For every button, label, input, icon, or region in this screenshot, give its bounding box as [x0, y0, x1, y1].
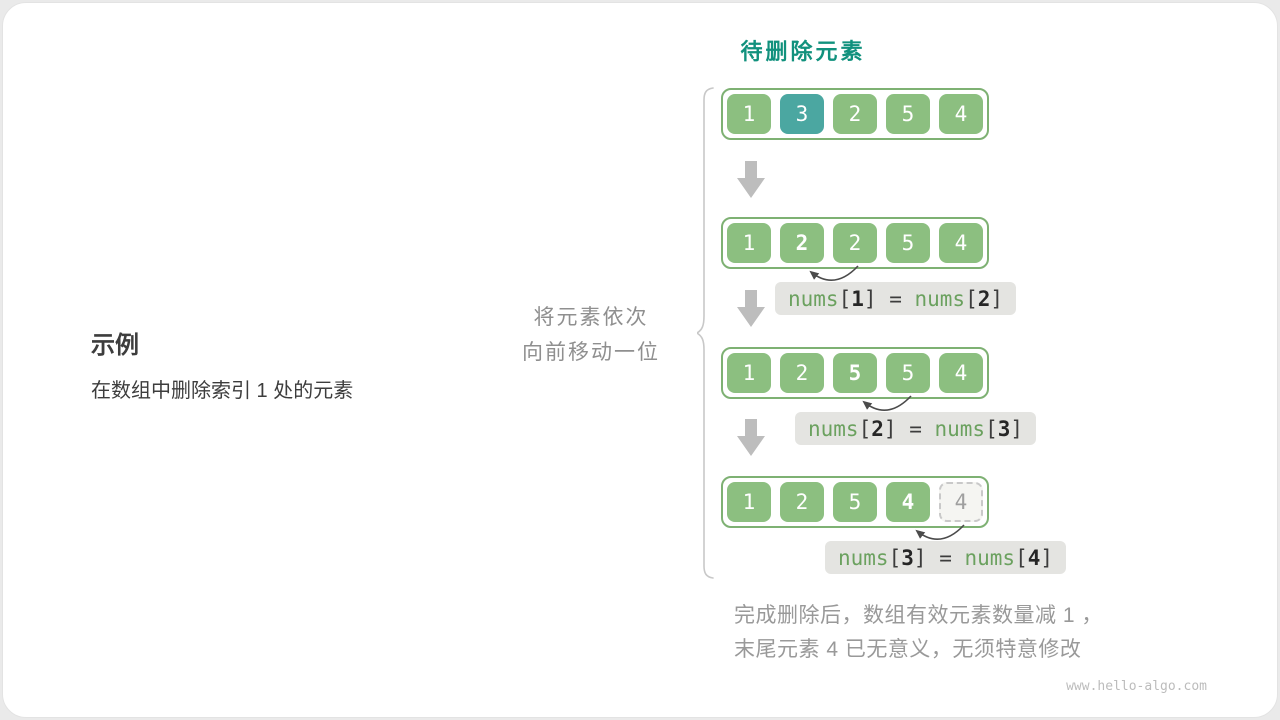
- code-fn: nums: [964, 545, 1016, 570]
- code-fn: nums: [838, 545, 889, 570]
- example-block: 示例 在数组中删除索引 1 处的元素: [91, 325, 353, 403]
- code-b: ]: [990, 286, 1004, 311]
- assignment-code: nums[3] = nums[4]: [825, 541, 1067, 574]
- footer-note: 完成删除后，数组有效元素数量减 1 ， 末尾元素 4 已无意义，无须特意修改: [734, 599, 1103, 667]
- code-idx: 2: [871, 416, 884, 441]
- grouping-brace-icon: [697, 87, 714, 579]
- array-cell: 1: [727, 94, 771, 134]
- example-description: 在数组中删除索引 1 处的元素: [91, 380, 354, 402]
- array-cell: 4: [939, 482, 983, 522]
- shift-note: 将元素依次 向前移动一位: [505, 300, 677, 370]
- code-fn: nums: [808, 416, 859, 441]
- down-arrow-icon: [737, 419, 765, 456]
- code-b: [: [888, 545, 902, 570]
- code-eq: =: [896, 416, 935, 441]
- array-cell: 5: [833, 353, 877, 393]
- code-b: [: [985, 416, 998, 441]
- array-cell: 2: [833, 223, 877, 263]
- example-title: 示例: [91, 332, 139, 359]
- shift-curve-arrow-icon: [915, 524, 965, 540]
- array-cell: 4: [939, 353, 983, 393]
- code-idx: 1: [851, 286, 864, 311]
- array-cell: 2: [780, 482, 824, 522]
- code-eq: =: [876, 286, 915, 311]
- code-idx: 3: [997, 416, 1011, 441]
- array-cell: 2: [780, 353, 824, 393]
- footer-line2: 末尾元素 4 已无意义，无须特意修改: [734, 638, 1082, 661]
- array-cell: 1: [727, 353, 771, 393]
- array-cell: 2: [780, 223, 824, 263]
- shift-curve-arrow-icon: [809, 265, 859, 281]
- code-b: ]: [883, 416, 897, 441]
- down-arrow-icon: [737, 161, 765, 198]
- code-b: ]: [863, 286, 877, 311]
- array-cell: 5: [886, 94, 930, 134]
- array-cell: 5: [886, 353, 930, 393]
- code-fn: nums: [934, 416, 986, 441]
- code-b: ]: [1040, 545, 1054, 570]
- assignment-code: nums[2] = nums[3]: [795, 412, 1037, 445]
- code-idx: 2: [977, 286, 991, 311]
- shift-note-line2: 向前移动一位: [522, 341, 660, 364]
- array-cell: 4: [939, 223, 983, 263]
- array-cell: 5: [833, 482, 877, 522]
- code-idx: 3: [901, 545, 914, 570]
- down-arrow-icon: [737, 290, 765, 327]
- array-cell: 1: [727, 223, 771, 263]
- array-cell: 4: [939, 94, 983, 134]
- array-cell: 1: [727, 482, 771, 522]
- array-cell: 3: [780, 94, 824, 134]
- code-idx: 4: [1027, 545, 1041, 570]
- code-b: [: [858, 416, 872, 441]
- code-b: ]: [1010, 416, 1024, 441]
- code-b: [: [838, 286, 852, 311]
- code-eq: =: [926, 545, 965, 570]
- code-fn: nums: [788, 286, 839, 311]
- code-fn: nums: [914, 286, 966, 311]
- code-b: [: [1015, 545, 1028, 570]
- assignment-code: nums[1] = nums[2]: [775, 282, 1017, 315]
- array-cell: 5: [886, 223, 930, 263]
- array-cell: 4: [886, 482, 930, 522]
- target-label: 待删除元素: [740, 39, 866, 64]
- footer-line1: 完成删除后，数组有效元素数量减 1 ，: [734, 604, 1103, 627]
- code-b: [: [965, 286, 978, 311]
- watermark: www.hello-algo.com: [1066, 679, 1207, 694]
- shift-note-line1: 将元素依次: [533, 306, 649, 329]
- array-cell: 2: [833, 94, 877, 134]
- code-b: ]: [913, 545, 927, 570]
- shift-curve-arrow-icon: [862, 395, 912, 411]
